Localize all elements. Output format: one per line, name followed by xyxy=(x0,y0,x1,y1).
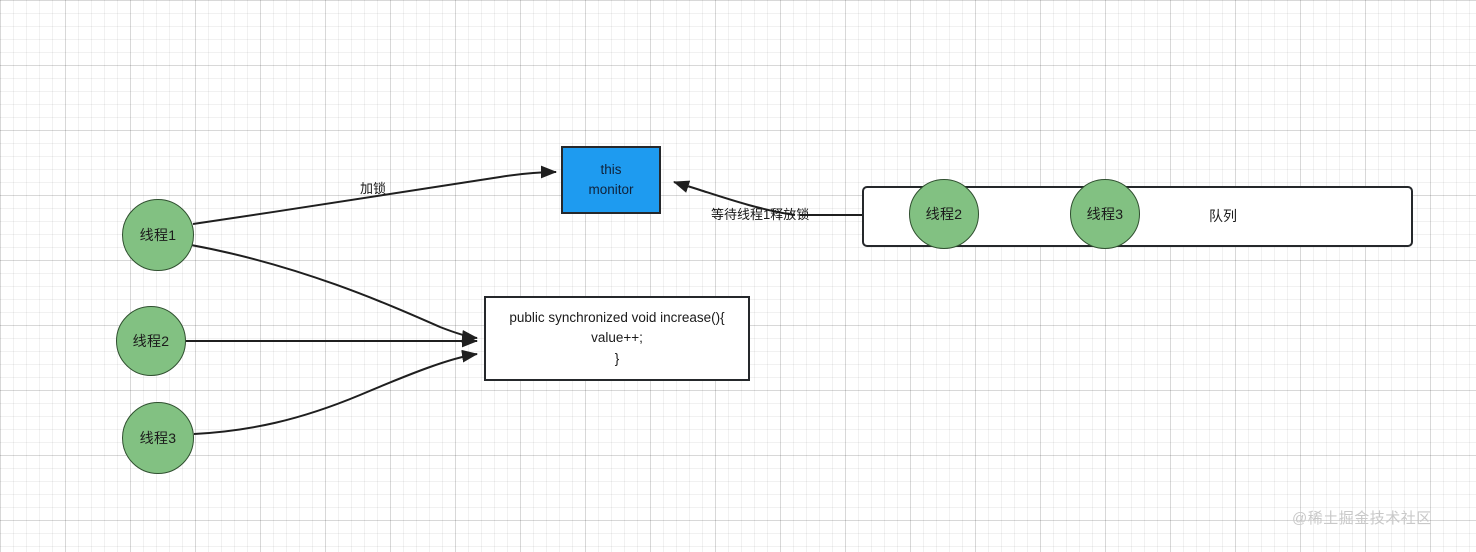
thread-node-2-label: 线程2 xyxy=(132,333,170,349)
queue-thread-node-2[interactable]: 线程2 xyxy=(909,179,979,249)
code-line-1: public synchronized void increase(){ xyxy=(509,310,725,326)
thread-node-1[interactable]: 线程1 xyxy=(122,199,194,271)
code-line-3: } xyxy=(614,350,620,366)
monitor-label-line-1: this xyxy=(600,162,622,178)
thread-node-1-label: 线程1 xyxy=(139,227,177,243)
edge-label-wait: 等待线程1释放锁 xyxy=(711,207,810,222)
queue-label: 队列 xyxy=(1209,208,1237,224)
edge-label-lock: 加锁 xyxy=(360,181,387,196)
code-line-2: value++; xyxy=(591,330,643,346)
watermark: @稀土掘金技术社区 xyxy=(1292,510,1432,527)
queue-thread-node-3[interactable]: 线程3 xyxy=(1070,179,1140,249)
thread-node-2[interactable]: 线程2 xyxy=(116,306,186,376)
edge-thread1-to-code xyxy=(190,244,478,343)
edge-thread3-to-code xyxy=(193,349,478,435)
monitor-box[interactable]: this monitor xyxy=(561,146,661,214)
thread-node-3-label: 线程3 xyxy=(139,430,177,446)
thread-node-3[interactable]: 线程3 xyxy=(122,402,194,474)
code-box[interactable]: public synchronized void increase(){ val… xyxy=(484,296,750,381)
monitor-label-line-2: monitor xyxy=(588,182,634,197)
edge-thread1-to-monitor xyxy=(192,165,557,225)
queue-thread-node-3-label: 线程3 xyxy=(1086,206,1124,222)
queue-thread-node-2-label: 线程2 xyxy=(925,206,963,222)
